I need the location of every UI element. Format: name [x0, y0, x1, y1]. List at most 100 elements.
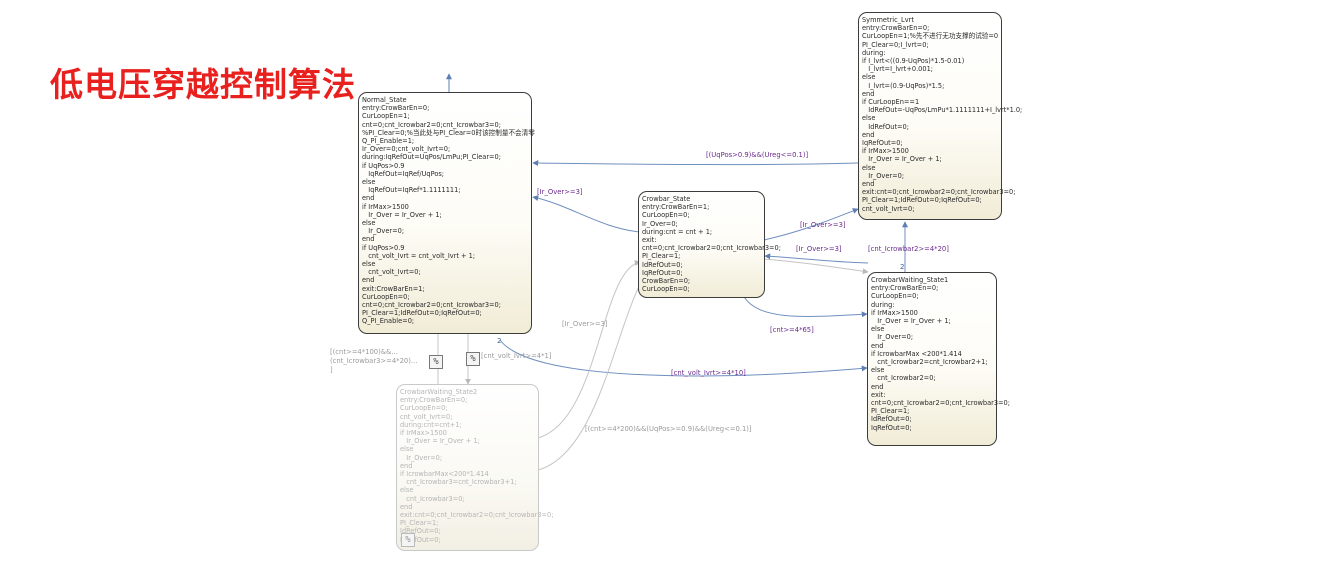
state-action-line: cnt=0;cnt_Icrowbar2=0;cnt_Icrowbar3=0; [362, 120, 501, 129]
state-action-line: entry:CrowBarEn=1; [642, 203, 710, 212]
state-action-line: IdRefOut=0; [400, 527, 441, 536]
label-waiting2-symmetric[interactable]: [(cnt>=4*200)&&(UqPos>=0.9)&&(Ureg<=0.1)… [585, 425, 752, 433]
percent-icon[interactable]: % [401, 533, 415, 547]
wire-crowbar-symmetric[interactable] [763, 208, 859, 241]
state-action-line: end [400, 461, 413, 470]
label-waiting1-crowbar[interactable]: [Ir_Over>=3] [796, 245, 842, 253]
state-action-line: Q_PI_Enable=1; [362, 137, 415, 146]
state-action-line: during:cnt=cnt+1; [400, 420, 462, 429]
state-action-line: exit:CrowBarEn=1; [362, 284, 425, 293]
state-action-line: Ir_Over=0; [642, 219, 678, 228]
state-name: CrowbarWaiting_State2 [400, 388, 478, 396]
state-action-line: PI_Clear=1; [642, 252, 681, 261]
state-action-line: PI_Clear=1;IdRefOut=0;IqRefOut=0; [362, 309, 482, 318]
state-action-line: Ir_Over=0; [862, 171, 905, 180]
percent-icon[interactable]: % [466, 352, 480, 366]
state-action-line: Ir_Over = Ir_Over + 1; [871, 317, 951, 326]
state-action-line: cnt=0;cnt_Icrowbar2=0;cnt_Icrowbar3=0; [642, 244, 781, 253]
label-crowbar-symmetric[interactable]: [Ir_Over>=3] [800, 221, 846, 229]
state-action-line: IdRefOut=0; [862, 122, 909, 131]
label-normal-waiting2-b[interactable]: (cnt_Icrowbar3>=4*20)... [330, 357, 418, 365]
state-action-line: cnt_Icrowbar2=cnt_Icrowbar2+1; [871, 358, 988, 367]
state-action-line: IqRefOut=IqRef*1.1111111; [362, 186, 461, 195]
state-action-line: entry:CrowBarEn=0; [862, 24, 930, 33]
label-waiting2-ir-over[interactable]: [Ir_Over>=3] [562, 320, 608, 328]
label-normal-symmetric[interactable]: [(UqPos>0.9)&&(Ureg<=0.1)] [706, 151, 809, 159]
wire-waiting1-crowbar[interactable] [764, 253, 869, 264]
state-action-line: CurLoopEn=0; [642, 211, 690, 220]
junction-number-waiting1: 2 [900, 263, 905, 271]
state-action-line: end [362, 235, 375, 244]
state-action-line: CurLoopEn=0; [642, 285, 690, 294]
label-waiting1-symmetric[interactable]: [cnt_Icrowbar2>=4*20] [868, 245, 949, 253]
state-action-line: Ir_Over = Ir_Over + 1; [400, 437, 480, 446]
label-crowbar-normal[interactable]: [Ir_Over>=3] [537, 188, 583, 196]
state-action-line: PI_Clear=0;I_lvrt=0; [862, 40, 929, 49]
state-action-line: Ir_Over=0; [871, 333, 914, 342]
wire-crowbar-waiting1[interactable] [743, 296, 868, 318]
state-action-line: IqRefOut=0; [400, 535, 441, 544]
state-action-line: else [862, 163, 876, 172]
state-action-line: IqRefOut=0; [642, 268, 683, 277]
state-action-line: Ir_Over=0;cnt_volt_Ivrt=0; [362, 145, 451, 154]
state-action-line: end [871, 341, 884, 350]
state-action-line: else [871, 325, 885, 334]
state-action-line: end [362, 194, 375, 203]
state-name: Symmetric_Lvrt [862, 16, 914, 24]
label-normal-waiting2-c[interactable]: ] [330, 366, 333, 374]
state-action-line: exit:cnt=0;cnt_Icrowbar2=0;cnt_Icrowbar3… [862, 188, 1016, 197]
state-action-line: CurLoopEn=1;%先不进行无功支撑的试验=0 [862, 32, 999, 41]
state-action-line: end [862, 180, 875, 189]
state-action-line: end [871, 382, 884, 391]
state-action-line: cnt_Icrowbar2=0; [871, 374, 936, 383]
state-action-line: IdRefOut=0; [871, 415, 912, 424]
state-action-line: else [862, 73, 876, 82]
state-action-line: else [871, 366, 885, 375]
state-action-line: PI_Clear=1;IdRefOut=0;IqRefOut=0; [862, 196, 982, 205]
state-action-line: cnt=0;cnt_Icrowbar2=0;cnt_Icrowbar3=0; [362, 301, 501, 310]
state-action-line: if I_lvrt<((0.9-UqPos)*1.5-0.01) [862, 57, 965, 66]
state-action-line: PI_Clear=1; [400, 519, 439, 528]
wire-crowbar-normal[interactable] [532, 195, 641, 233]
state-action-line: else [862, 114, 876, 123]
state-action-line: if IcrowbarMax<200*1.414 [400, 470, 489, 479]
label-waiting2-volt[interactable]: [cnt_volt_Ivrt>=4*1] [481, 352, 552, 360]
state-action-line: during:IqRefOut=UqPos/LmPu;PI_Clear=0; [362, 153, 501, 162]
wire-waiting2-crowbar[interactable] [537, 260, 641, 439]
state-action-line: exit:cnt=0;cnt_Icrowbar2=0;cnt_Icrowbar3… [400, 511, 554, 520]
state-action-line: I_lvrt=I_lvrt+0.001; [862, 65, 933, 74]
state-name: Crowbar_State [642, 195, 691, 203]
state-action-line: if UqPos>0.9 [362, 161, 405, 170]
state-action-line: IdRefOut=-UqPos/LmPu*1.1111111+I_lvrt*1.… [862, 106, 1023, 115]
state-action-line: during:cnt = cnt + 1; [642, 227, 713, 236]
state-action-line: Q_PI_Enable=0; [362, 317, 415, 326]
state-action-line: entry:CrowBarEn=0; [400, 396, 468, 405]
state-action-line: Ir_Over = Ir_Over + 1; [362, 210, 442, 219]
state-action-line: cnt_Icrowbar3=0; [400, 494, 465, 503]
state-action-line: CurLoopEn=0; [362, 292, 410, 301]
state-action-line: CurLoopEn=0; [871, 292, 919, 301]
state-action-line: if IrMax>1500 [362, 202, 409, 211]
state-action-line: end [862, 130, 875, 139]
state-action-line: exit: [642, 236, 657, 245]
label-crowbar-waiting1[interactable]: [cnt>=4*65] [770, 326, 814, 334]
label-normal-waiting1[interactable]: [cnt_volt_Ivrt>=4*10] [671, 369, 746, 377]
percent-icon[interactable]: % [429, 355, 443, 369]
state-action-line: cnt_volt_Ivrt=0; [862, 204, 915, 213]
state-action-line: CurLoopEn=1; [362, 112, 410, 121]
wire-normal-waiting1[interactable] [499, 339, 868, 377]
wire-normal-symmetric[interactable] [532, 160, 859, 167]
label-normal-waiting2-a[interactable]: [(cnt>=4*100)&&... [330, 348, 398, 356]
state-action-line: else [362, 219, 376, 228]
state-action-line: else [362, 178, 376, 187]
state-action-line: IqRefOut=0; [862, 139, 903, 148]
state-action-line: CrowBarEn=0; [642, 277, 691, 286]
state-action-line: if CurLoopEn==1 [862, 98, 920, 107]
state-action-line: IqRefOut=IqRef/UqPos; [362, 169, 445, 178]
